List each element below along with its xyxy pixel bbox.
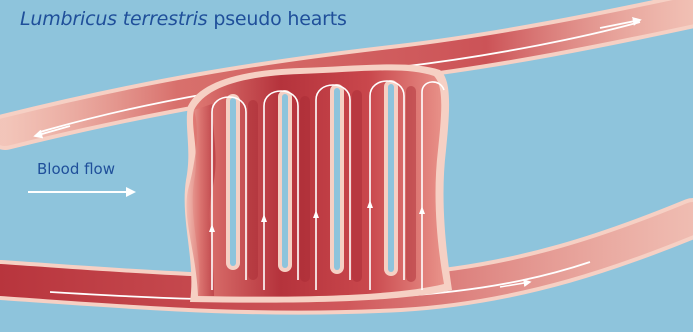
pseudo-heart-block [185, 64, 452, 302]
diagram-title: Lumbricus terrestris pseudo hearts [20, 8, 347, 30]
title-species: Lumbricus terrestris [20, 8, 208, 30]
blood-flow-label: Blood flow [37, 160, 115, 178]
title-rest: pseudo hearts [213, 8, 346, 30]
